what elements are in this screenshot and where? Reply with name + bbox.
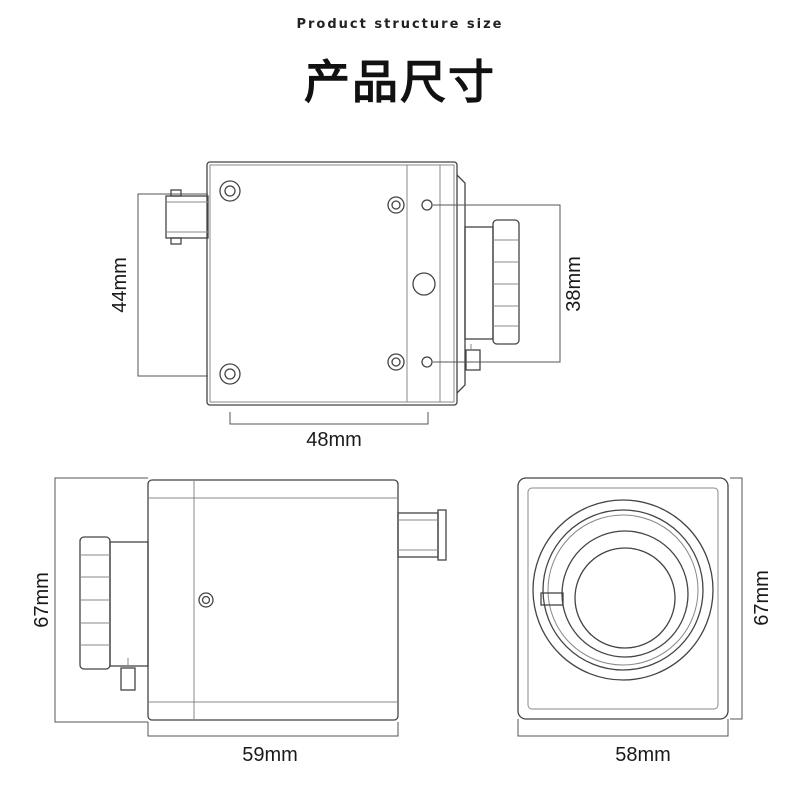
front-view-body [517, 477, 729, 720]
dim-label-side-height: 67mm [31, 572, 53, 628]
side-view [54, 477, 447, 737]
dim-label-top-hole-spacing: 38mm [563, 256, 585, 312]
dim-label-front-width: 58mm [615, 744, 671, 766]
page-title: 产品尺寸 [304, 55, 496, 109]
top-view [137, 161, 561, 425]
dim-label-top-height: 44mm [109, 257, 131, 313]
mounting-hole [219, 363, 241, 385]
subtitle: Product structure size [296, 17, 504, 32]
screw-hole [387, 196, 405, 214]
dim-label-top-width: 48mm [306, 429, 362, 451]
top-view-body [206, 161, 458, 406]
focus-ring [464, 219, 520, 345]
bnc-connector [397, 509, 447, 561]
dim-label-front-height: 67mm [751, 570, 773, 626]
mounting-hole [219, 180, 241, 202]
side-view-body [147, 479, 399, 721]
screw-hole [387, 353, 405, 371]
dim-label-side-length: 59mm [242, 744, 298, 766]
focus-ring [79, 536, 111, 670]
front-view [517, 477, 743, 737]
bnc-connector [165, 189, 209, 245]
center-hole [412, 272, 436, 296]
